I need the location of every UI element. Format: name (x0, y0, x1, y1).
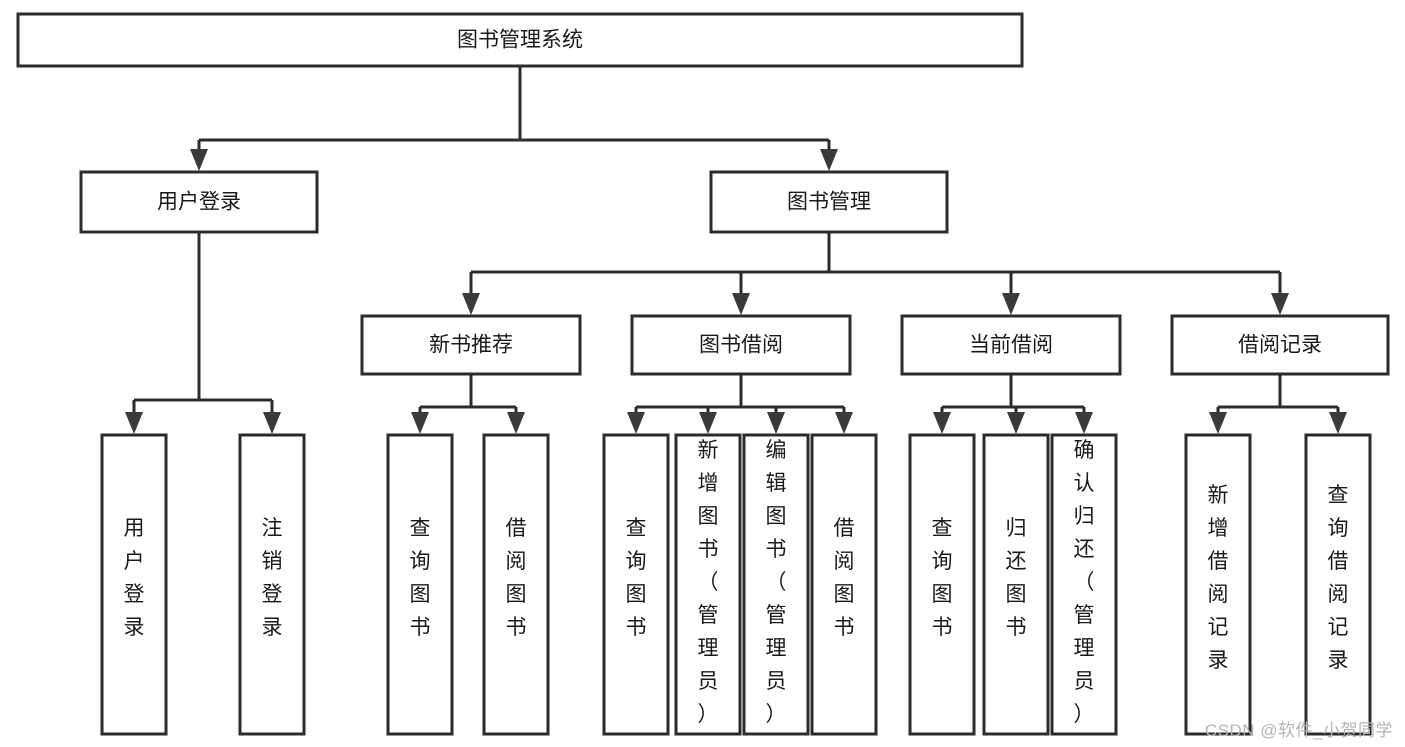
arrow-head-icon (125, 412, 143, 434)
arrow-head-icon (1209, 412, 1227, 434)
node-leaf-6[interactable]: 编辑图书（管理员） (742, 433, 810, 736)
node-box-rect (1170, 314, 1390, 376)
node-box-rect (1184, 433, 1252, 736)
node-box-rect (79, 170, 319, 234)
node-leaf-0[interactable]: 用户登录 (100, 433, 168, 736)
arrow-head-icon (933, 412, 951, 434)
node-boxes-group: 图书管理系统用户登录图书管理新书推荐图书借阅当前借阅借阅记录用户登录注销登录查询… (16, 12, 1390, 736)
node-box-rect (100, 433, 168, 736)
node-leaf-5[interactable]: 新增图书（管理员） (674, 433, 742, 736)
node-root-图书管理系统[interactable]: 图书管理系统 (16, 12, 1024, 68)
node-leaf-4[interactable]: 查询图书 (602, 433, 670, 736)
node-label: 借阅图书 (506, 517, 527, 639)
node-box-rect (1050, 433, 1118, 736)
arrow-head-icon (699, 412, 717, 434)
node-label: 借阅记录 (1238, 334, 1322, 357)
node-label: 借阅图书 (834, 517, 855, 639)
node-box-rect (238, 433, 306, 736)
node-box-rect (360, 314, 582, 376)
arrow-head-icon (732, 293, 750, 315)
node-box-rect (602, 433, 670, 736)
node-leaf-7[interactable]: 借阅图书 (810, 433, 878, 736)
arrow-head-icon (835, 412, 853, 434)
node-label: 图书管理系统 (457, 29, 583, 52)
node-label: 新增借阅记录 (1208, 484, 1229, 672)
node-box-rect (674, 433, 742, 736)
node-label: 图书借阅 (699, 334, 783, 357)
node-box-rect (900, 314, 1122, 376)
node-box-rect (908, 433, 976, 736)
node-box-rect (482, 433, 550, 736)
node-leaf-8[interactable]: 查询图书 (908, 433, 976, 736)
node-box-rect (742, 433, 810, 736)
node-box-rect (810, 433, 878, 736)
arrow-head-icon (1271, 293, 1289, 315)
node-leaf-10[interactable]: 确认归还（管理员） (1050, 433, 1118, 736)
node-label: 编辑图书（管理员） (766, 439, 787, 726)
node-label: 注销登录 (262, 517, 283, 639)
arrow-head-icon (627, 412, 645, 434)
node-leaf-2[interactable]: 查询图书 (386, 433, 454, 736)
arrow-head-icon (1329, 412, 1347, 434)
node-leaf-1[interactable]: 注销登录 (238, 433, 306, 736)
arrow-head-icon (1002, 293, 1020, 315)
arrow-head-icon (1075, 412, 1093, 434)
node-label: 确认归还（管理员） (1074, 439, 1095, 726)
arrow-head-icon (820, 149, 838, 171)
arrow-head-icon (411, 412, 429, 434)
node-label: 图书管理 (787, 191, 871, 214)
node-level3-0[interactable]: 新书推荐 (360, 314, 582, 376)
node-box-rect (386, 433, 454, 736)
node-label: 归还图书 (1006, 517, 1027, 639)
node-box-rect (709, 170, 949, 234)
node-level2-0[interactable]: 用户登录 (79, 170, 319, 234)
arrow-head-icon (190, 149, 208, 171)
node-box-rect (1304, 433, 1372, 736)
node-leaf-9[interactable]: 归还图书 (982, 433, 1050, 736)
node-leaf-11[interactable]: 新增借阅记录 (1184, 433, 1252, 736)
node-label: 查询图书 (410, 517, 431, 639)
node-label: 当前借阅 (969, 334, 1053, 357)
node-leaf-3[interactable]: 借阅图书 (482, 433, 550, 736)
node-label: 新增图书（管理员） (698, 439, 719, 726)
node-box-rect (16, 12, 1024, 68)
node-label: 新书推荐 (429, 334, 513, 357)
arrow-head-icon (263, 412, 281, 434)
arrow-head-icon (767, 412, 785, 434)
node-label: 查询图书 (626, 517, 647, 639)
node-level2-1[interactable]: 图书管理 (709, 170, 949, 234)
node-level3-3[interactable]: 借阅记录 (1170, 314, 1390, 376)
node-level3-1[interactable]: 图书借阅 (630, 314, 852, 376)
node-level3-2[interactable]: 当前借阅 (900, 314, 1122, 376)
node-label: 查询借阅记录 (1328, 484, 1349, 672)
node-leaf-12[interactable]: 查询借阅记录 (1304, 433, 1372, 736)
node-label: 查询图书 (932, 517, 953, 639)
connector-lines-group (125, 66, 1347, 434)
node-label: 用户登录 (124, 517, 145, 639)
arrow-head-icon (507, 412, 525, 434)
node-box-rect (630, 314, 852, 376)
arrow-head-icon (462, 293, 480, 315)
node-label: 用户登录 (157, 191, 241, 214)
node-box-rect (982, 433, 1050, 736)
arrow-head-icon (1007, 412, 1025, 434)
